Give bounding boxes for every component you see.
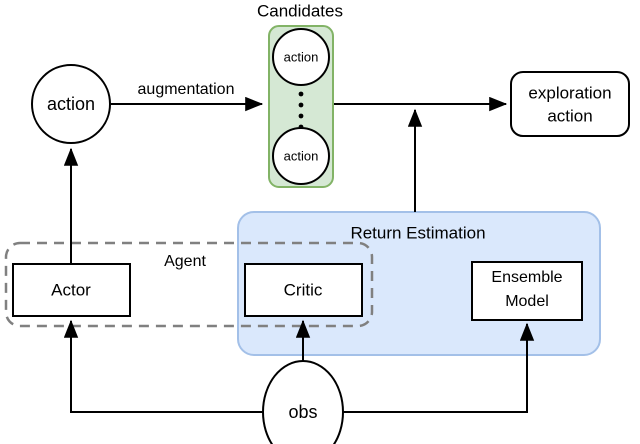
obs-label: obs xyxy=(288,402,317,422)
candidate-action-bottom-label: action xyxy=(284,148,319,163)
actor-box[interactable] xyxy=(12,263,131,317)
ensemble-model-node[interactable]: Ensemble Model xyxy=(471,261,583,321)
agent-label: Agent xyxy=(164,253,206,270)
action-node[interactable]: action xyxy=(31,64,111,144)
candidate-action-top[interactable] xyxy=(272,28,330,86)
edge-label-augmentation: augmentation xyxy=(138,81,235,98)
obs-node[interactable]: obs xyxy=(262,360,344,444)
actor-label: Actor xyxy=(51,280,91,299)
action-label: action xyxy=(47,94,95,114)
ensemble-model-box[interactable] xyxy=(471,261,583,321)
edge-obs-to-ensemble xyxy=(334,322,535,413)
critic-node[interactable]: Critic xyxy=(244,263,363,317)
candidate-action-top-label: action xyxy=(284,49,319,64)
exploration-action-label-line1: exploration xyxy=(528,83,611,102)
exploration-action-node[interactable]: exploration action xyxy=(510,71,630,137)
action-circle[interactable] xyxy=(31,64,111,144)
exploration-action-box[interactable] xyxy=(510,71,630,137)
agent-container xyxy=(4,241,374,328)
agent-group: Agent xyxy=(4,241,374,328)
exploration-action-label-line2: action xyxy=(547,106,592,125)
candidate-action-bottom[interactable] xyxy=(272,127,330,185)
ensemble-model-label-line1: Ensemble xyxy=(491,269,562,286)
candidates-group: Candidates action action xyxy=(257,1,343,188)
return-estimation-label: Return Estimation xyxy=(350,223,485,242)
edge-obs-to-actor xyxy=(63,319,272,413)
obs-ellipse[interactable] xyxy=(262,360,344,444)
critic-box[interactable] xyxy=(244,263,363,317)
actor-node[interactable]: Actor xyxy=(12,263,131,317)
candidates-label: Candidates xyxy=(257,1,343,20)
ensemble-model-label-line2: Model xyxy=(505,293,549,310)
critic-label: Critic xyxy=(284,280,323,299)
